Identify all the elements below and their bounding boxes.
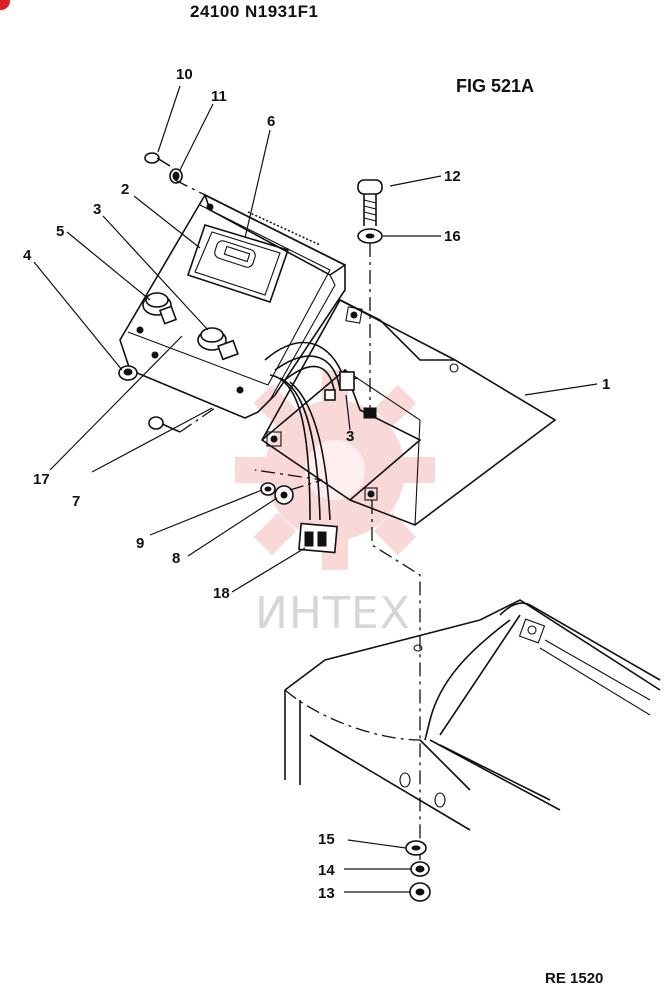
callout-11: 11 bbox=[211, 88, 227, 105]
sheet-reference: RE 1520 bbox=[545, 970, 604, 987]
callout-8: 8 bbox=[172, 550, 180, 567]
callout-9: 9 bbox=[136, 535, 144, 552]
callout-10: 10 bbox=[176, 66, 193, 83]
callout-5: 5 bbox=[56, 223, 64, 240]
knob-part-3 bbox=[197, 327, 239, 361]
screw-part-10 bbox=[144, 152, 171, 167]
figure-label: FIG 521A bbox=[456, 76, 535, 96]
callout-18: 18 bbox=[213, 585, 230, 602]
centerline-mount bbox=[371, 500, 421, 860]
callout-14: 14 bbox=[318, 862, 335, 879]
callout-3-bottom: 3 bbox=[346, 428, 354, 445]
wiring-harness-part-18 bbox=[264, 341, 359, 554]
bracket-part-1 bbox=[260, 298, 557, 526]
bolt-part-12 bbox=[357, 179, 383, 226]
callout-15: 15 bbox=[318, 831, 335, 848]
nut-part-14 bbox=[410, 861, 430, 877]
nut-part-8 bbox=[274, 485, 294, 505]
centerline-nut bbox=[254, 469, 323, 491]
callout-4: 4 bbox=[23, 247, 32, 264]
dashboard-body bbox=[284, 599, 661, 831]
callout-16: 16 bbox=[444, 228, 461, 245]
washer-part-15 bbox=[405, 840, 427, 856]
nut-part-13 bbox=[409, 882, 431, 902]
washer-part-9 bbox=[260, 482, 276, 496]
callout-3-top: 3 bbox=[93, 201, 101, 218]
callout-1: 1 bbox=[602, 376, 610, 393]
callout-12: 12 bbox=[444, 168, 461, 185]
callout-13: 13 bbox=[318, 885, 335, 902]
screw-part-7 bbox=[148, 416, 181, 433]
centerline-screw-7 bbox=[179, 407, 216, 433]
leader-lines bbox=[33, 85, 598, 893]
callout-7: 7 bbox=[72, 493, 80, 510]
panel-part-2 bbox=[119, 193, 347, 419]
corner-mark-icon bbox=[0, 0, 10, 10]
callout-17: 17 bbox=[33, 471, 50, 488]
part-number: 24100 N1931F1 bbox=[190, 2, 319, 21]
watermark-text: ИНТЕХ bbox=[255, 588, 411, 639]
nut-part-4 bbox=[118, 365, 138, 381]
callout-2: 2 bbox=[121, 181, 129, 198]
washer-part-16 bbox=[357, 228, 383, 244]
callout-6: 6 bbox=[267, 113, 275, 130]
washer-part-11 bbox=[169, 168, 183, 184]
centerline-screw bbox=[174, 179, 206, 196]
